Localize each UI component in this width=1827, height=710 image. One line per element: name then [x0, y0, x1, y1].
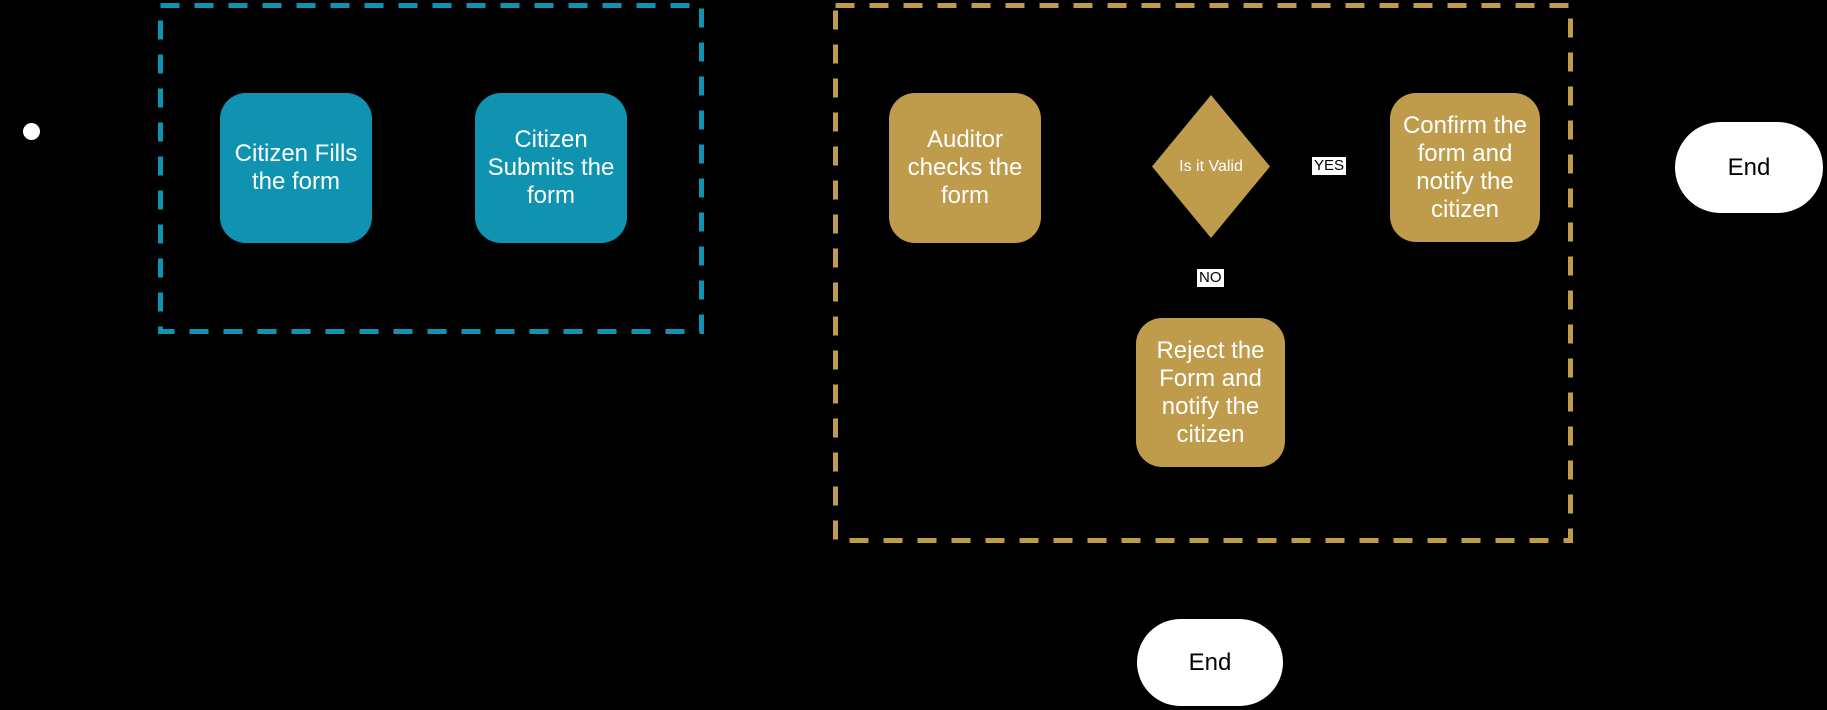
end-event-main: End	[1675, 122, 1823, 213]
yes-edge-label: YES	[1312, 157, 1347, 175]
start-event-circle	[23, 123, 40, 140]
task-confirm-form-label: Confirm the form and notify the citizen	[1402, 111, 1528, 223]
task-confirm-form: Confirm the form and notify the citizen	[1390, 93, 1540, 242]
decision-is-it-valid-label: Is it Valid	[1179, 157, 1243, 175]
task-citizen-submits-form: Citizen Submits the form	[475, 93, 627, 243]
task-reject-form: Reject the Form and notify the citizen	[1136, 318, 1285, 467]
task-auditor-checks-form-label: Auditor checks the form	[907, 126, 1023, 209]
task-citizen-fills-form-label: Citizen Fills the form	[234, 140, 358, 195]
task-auditor-checks-form: Auditor checks the form	[889, 93, 1041, 243]
end-event-reject-label: End	[1188, 648, 1232, 676]
decision-is-it-valid: Is it Valid	[1152, 95, 1270, 238]
no-edge-label: NO	[1197, 269, 1224, 287]
task-citizen-fills-form: Citizen Fills the form	[220, 93, 372, 243]
end-event-main-label: End	[1727, 153, 1771, 181]
end-event-reject: End	[1137, 619, 1283, 706]
task-reject-form-label: Reject the Form and notify the citizen	[1156, 336, 1265, 448]
task-citizen-submits-form-label: Citizen Submits the form	[487, 126, 615, 209]
